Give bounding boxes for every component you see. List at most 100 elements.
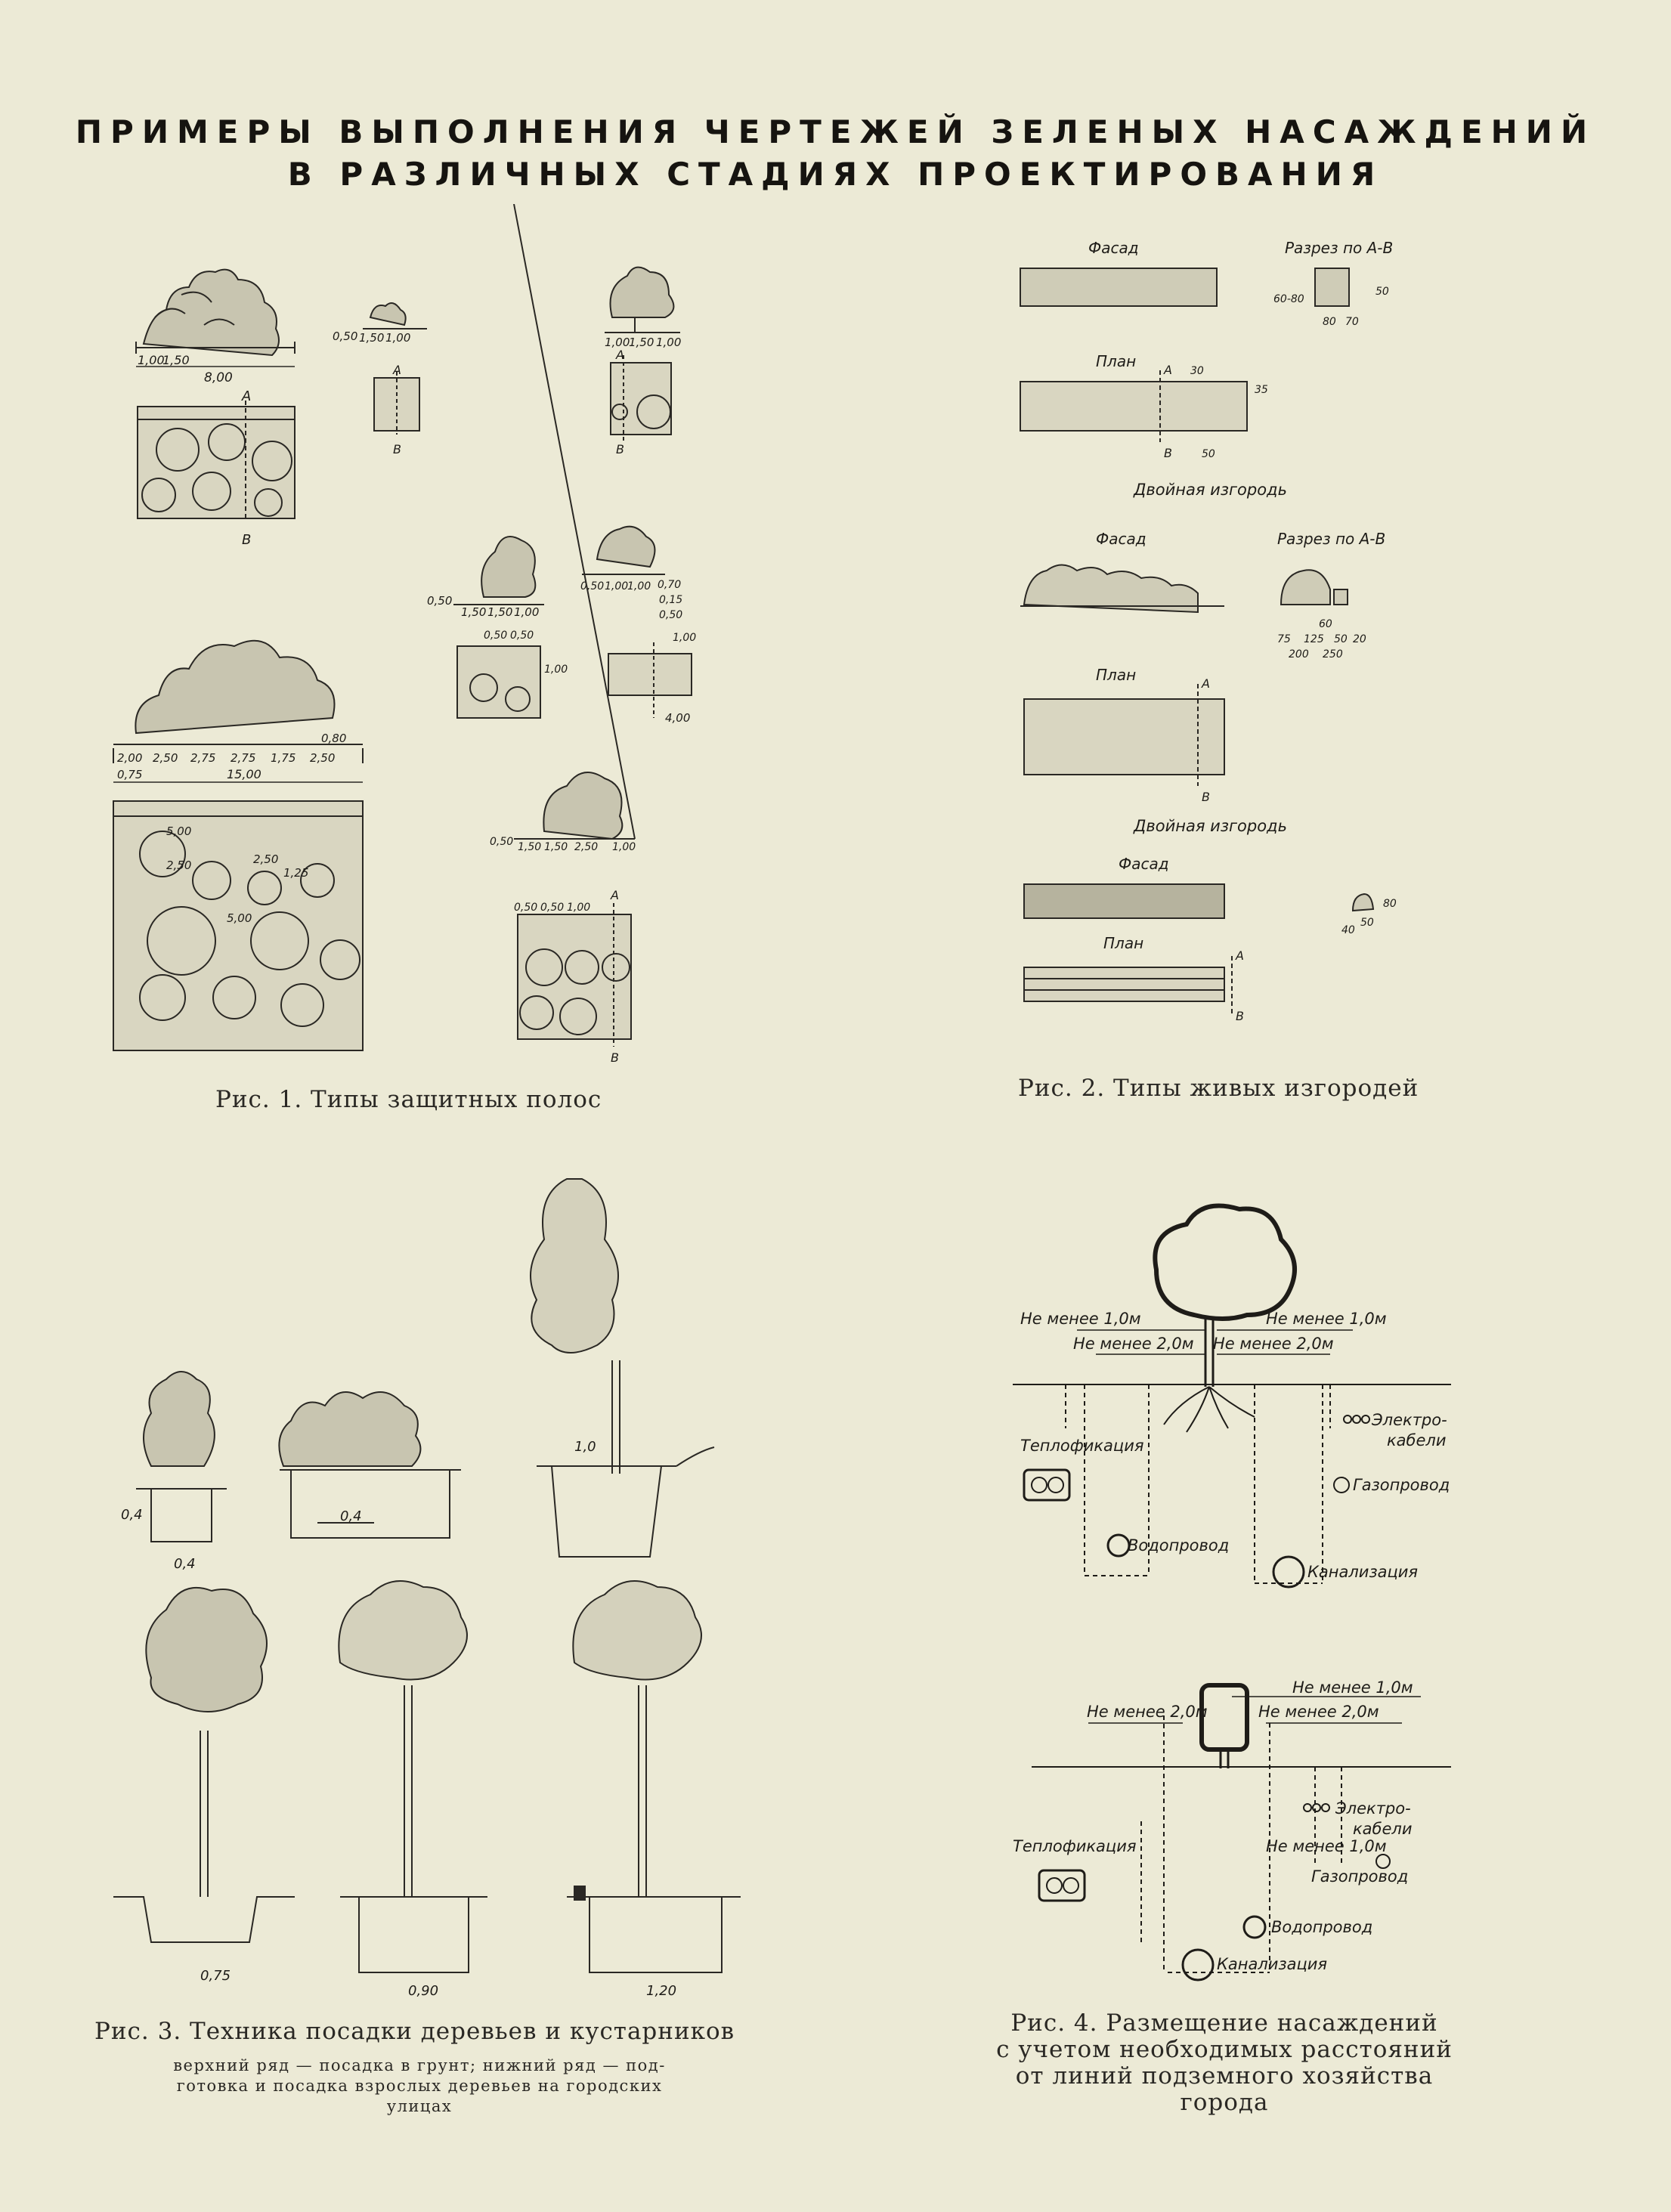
fig2-facade-3: Фасад — [1119, 855, 1169, 873]
fig4-cables-2a: Электро- — [1335, 1799, 1411, 1818]
fig1-strip-a-plan — [137, 401, 296, 521]
fig4-upper-guides — [1065, 1384, 1331, 1584]
fig1-dim-small2-1: 1,00 — [605, 336, 630, 349]
fig1-caption: Рис. 1. Типы защитных полос — [215, 1086, 602, 1113]
fig1-dim-big-8: 0,75 — [117, 768, 142, 781]
fig4-min2-left: Не менее 2,0м — [1073, 1335, 1194, 1353]
fig1-strip-b — [363, 302, 427, 435]
fig2-hedge3-facade — [1023, 883, 1225, 919]
fig1-dim-low-5: 1,00 — [612, 841, 636, 853]
fig1-dim-big-3: 2,50 — [153, 751, 178, 765]
fig2-dim2-4: 50 — [1334, 633, 1348, 645]
fig2-plan-2: План — [1096, 666, 1136, 684]
fig3-tree-with-stake — [530, 1178, 715, 1558]
fig3-dim-top-1: 0,4 — [121, 1507, 143, 1523]
fig2-dim1-3: 80 — [1323, 316, 1336, 328]
fig4-cable-symbol-2 — [1303, 1803, 1312, 1812]
fig4-min1-lower-2: Не менее 1,0м — [1266, 1837, 1387, 1855]
fig2-section-b-1: В — [1164, 446, 1172, 460]
fig3-caption: Рис. 3. Техника посадки деревьев и куста… — [94, 2018, 735, 2045]
fig4-lower-tree — [1199, 1683, 1249, 1768]
fig3-dim-bottom-1: 0,75 — [200, 1968, 231, 1984]
fig1-strip-e — [582, 525, 692, 718]
fig4-cables-1b: кабели — [1387, 1431, 1447, 1449]
fig1-dim-top-3: 8,00 — [204, 370, 233, 385]
fig4-heating-1: Теплофикация — [1020, 1437, 1143, 1455]
fig1-dim-mid-6: 0,50 — [510, 630, 534, 642]
fig1-dim-mid-7: 1,00 — [544, 664, 568, 676]
fig1-dim-big-1: 0,80 — [321, 732, 346, 745]
fig1-dim-small-2: 1,50 — [359, 331, 384, 345]
fig1-dim-mid-2: 1,50 — [461, 605, 486, 619]
fig1-dim-big-6: 1,75 — [271, 751, 296, 765]
fig1-dim-low-6: 0,50 — [514, 902, 537, 914]
fig1-dim-mid2-5: 0,15 — [659, 594, 682, 606]
fig1-dim-small2-2: 1,50 — [629, 336, 654, 349]
fig2-dim1plan-2: 35 — [1255, 384, 1268, 396]
fig4-heating-symbol-2 — [1038, 1869, 1086, 1902]
fig1-dim-bigplan-1: 5,00 — [166, 824, 191, 838]
fig2-dim1-1: 60-80 — [1273, 293, 1304, 305]
fig4-min1-right: Не менее 1,0м — [1266, 1310, 1387, 1328]
fig3-street-tree-1 — [113, 1587, 295, 1943]
fig3-street-tree-2 — [338, 1580, 487, 1973]
fig4-cables-2b: кабели — [1353, 1820, 1413, 1838]
fig4-lower-guides — [1140, 1715, 1342, 1973]
fig1-dim-top-2: 1,50 — [162, 353, 190, 367]
fig1-dim-big-2: 2,00 — [117, 751, 142, 765]
fig2-facade-2: Фасад — [1096, 530, 1146, 548]
fig2-plan-1: План — [1096, 352, 1136, 370]
fig1-dim-mid2-6: 0,50 — [659, 609, 682, 621]
fig2-dim2-2: 75 — [1277, 633, 1291, 645]
fig2-section-b-3: В — [1236, 1009, 1244, 1023]
fig1-dim-mid2-2: 1,00 — [605, 580, 628, 592]
fig3-subcaption-line-2: готовка и посадка взрослых деревьев на г… — [176, 2077, 663, 2095]
fig4-water-1: Водопровод — [1128, 1536, 1229, 1555]
fig1-dim-big-7: 2,50 — [310, 751, 335, 765]
fig2-dim2-3: 125 — [1304, 633, 1324, 645]
fig4-min2-lower-right: Не менее 2,0м — [1258, 1703, 1379, 1721]
fig2-dim2-5: 20 — [1353, 633, 1366, 645]
fig1-dim-low-3: 1,50 — [544, 841, 568, 853]
fig3-street-tree-3 — [567, 1580, 741, 1973]
fig3-dim-top-4: 1,0 — [574, 1439, 596, 1455]
fig1-dim-small-3: 1,00 — [385, 331, 410, 345]
fig2-double-hedge-2: Двойная изгородь — [1133, 817, 1287, 835]
fig2-dim2-1: 60 — [1319, 618, 1332, 630]
fig4-gas-pipe-1 — [1333, 1477, 1350, 1493]
fig1-dim-mid2-8: 4,00 — [665, 711, 690, 725]
fig2-section-label-1: Разрез по А-В — [1285, 239, 1393, 257]
fig3-shrub-group — [278, 1391, 461, 1539]
fig4-sewer-2: Канализация — [1217, 1955, 1327, 1973]
fig2-dim2-6: 200 — [1289, 648, 1309, 661]
fig3-dim-bottom-2: 0,90 — [408, 1983, 438, 1999]
fig4-caption-line-2: с учетом необходимых расстояний — [996, 2036, 1453, 2063]
fig2-section-a-1: А — [1163, 363, 1172, 377]
fig1-dim-low-7: 0,50 — [540, 902, 564, 914]
fig2-caption: Рис. 2. Типы живых изгородей — [1018, 1075, 1419, 1102]
fig3-shrub-single — [136, 1371, 227, 1542]
fig4-caption-line-3: от линий подземного хозяйства — [1015, 2062, 1434, 2090]
fig1-dim-mid-5: 0,50 — [484, 630, 507, 642]
fig1-dim-mid-1: 0,50 — [427, 594, 452, 608]
fig1-dim-small-1: 0,50 — [333, 329, 357, 343]
fig3-planting-technique-drawing: 0,4 0,4 0,4 1,0 0,75 — [113, 1178, 741, 1999]
fig1-dim-low-8: 1,00 — [567, 902, 590, 914]
fig2-hedge3-plan — [1023, 967, 1225, 1002]
fig4-gas-2: Газопровод — [1311, 1867, 1408, 1886]
fig1-dim-bigplan-3: 2,50 — [253, 852, 278, 866]
fig1-strip-f — [113, 639, 364, 1051]
fig4-gas-1: Газопровод — [1353, 1476, 1450, 1494]
fig4-water-2: Водопровод — [1271, 1918, 1372, 1936]
fig1-strip-d — [453, 536, 544, 719]
fig4-sewer-1: Канализация — [1307, 1563, 1418, 1581]
fig4-sewer-pipe-1 — [1272, 1555, 1305, 1589]
fig1-dim-mid-4: 1,00 — [514, 605, 539, 619]
fig4-min1-lower: Не менее 1,0м — [1292, 1678, 1413, 1697]
fig4-min2-lower-left: Не менее 2,0м — [1087, 1703, 1208, 1721]
fig2-section-label-2: Разрез по А-В — [1277, 530, 1385, 548]
fig3-dim-top-3: 0,4 — [340, 1508, 362, 1524]
fig1-strip-g — [513, 204, 636, 1047]
fig2-dim2-7: 250 — [1323, 648, 1343, 661]
fig4-gas-pipe-2 — [1375, 1854, 1391, 1869]
